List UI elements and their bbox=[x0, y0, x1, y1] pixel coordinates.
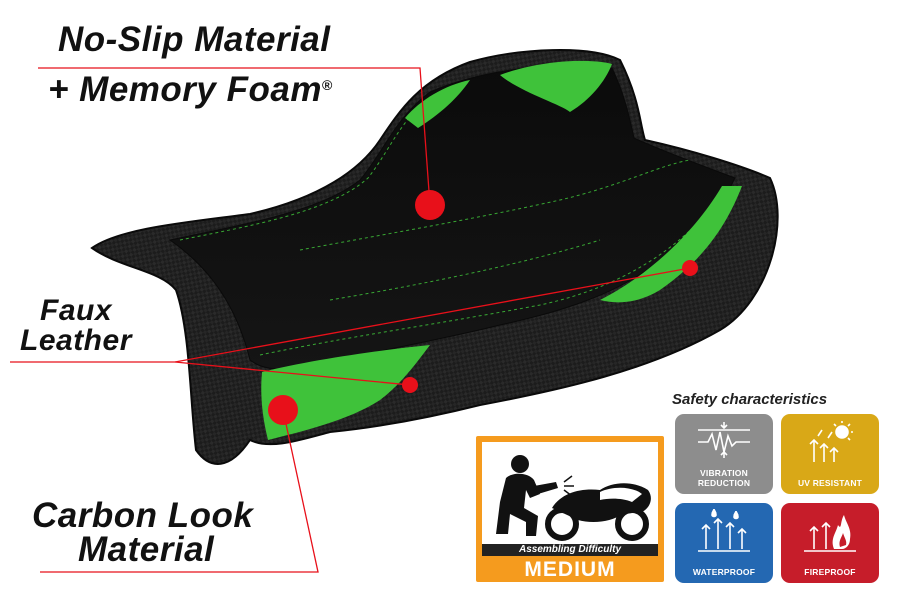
vibration-icon bbox=[698, 422, 750, 458]
badge-waterproof: WATERPROOF bbox=[675, 503, 773, 583]
registered-mark: ® bbox=[321, 77, 333, 93]
safety-title: Safety characteristics bbox=[672, 391, 828, 408]
badge-fireproof: FIREPROOF bbox=[781, 503, 879, 583]
green-lower-panel bbox=[261, 345, 430, 440]
callout-faux-line1: Faux bbox=[40, 294, 113, 327]
sun-icon bbox=[809, 421, 853, 462]
difficulty-label: Assembling Difficulty bbox=[482, 544, 658, 556]
marker-faux-lower bbox=[402, 377, 418, 393]
callout-noslip-line1: No-Slip Material bbox=[58, 20, 331, 59]
mechanic-motorcycle-icon bbox=[496, 455, 651, 541]
water-arrows-icon bbox=[698, 509, 750, 552]
assembling-difficulty-panel: Assembling Difficulty MEDIUM bbox=[476, 436, 664, 582]
flame-icon bbox=[804, 515, 856, 552]
callout-noslip-text: + Memory Foam bbox=[48, 70, 322, 109]
badge-label: UV RESISTANT bbox=[797, 477, 863, 488]
green-right-panel bbox=[600, 186, 742, 303]
callout-carbon-line2: Material bbox=[78, 530, 215, 569]
green-top-panel-left bbox=[405, 80, 470, 128]
stitching bbox=[179, 95, 726, 356]
badge-label: VIBRATION REDUCTION bbox=[697, 468, 751, 488]
badge-vibration-reduction: VIBRATION REDUCTION bbox=[675, 414, 773, 494]
callout-noslip-line2: + Memory Foam® bbox=[48, 72, 333, 107]
badge-uv-resistant: UV RESISTANT bbox=[781, 414, 879, 494]
callout-faux-line2: Leather bbox=[20, 324, 132, 357]
marker-noslip bbox=[415, 190, 445, 220]
callout-carbon-line1: Carbon Look bbox=[32, 496, 254, 535]
callout-lines bbox=[10, 67, 691, 573]
difficulty-level: MEDIUM bbox=[524, 558, 616, 581]
marker-faux-upper bbox=[682, 260, 698, 276]
marker-carbon bbox=[268, 395, 298, 425]
difficulty-illustration bbox=[482, 442, 658, 544]
badge-label: FIREPROOF bbox=[804, 566, 856, 577]
green-top-panel bbox=[500, 60, 612, 112]
badge-label: WATERPROOF bbox=[692, 566, 756, 577]
